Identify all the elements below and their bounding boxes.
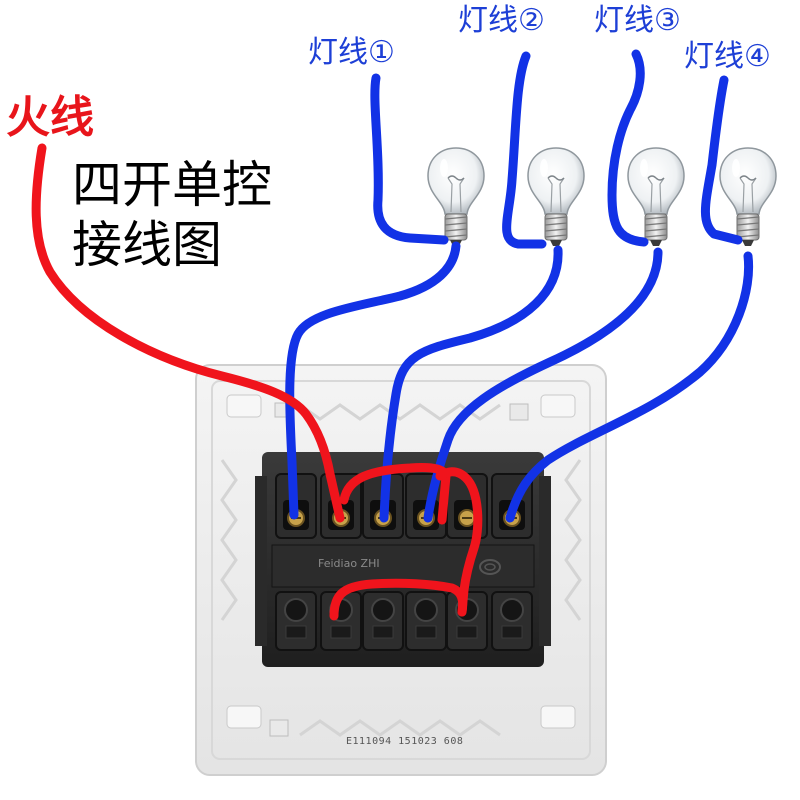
lamp-label-1: 灯线①	[308, 35, 395, 70]
terminal-bottom-6	[491, 591, 533, 651]
light-bulb-icon	[719, 147, 777, 246]
terminal-row-top	[275, 473, 533, 539]
diagram-title-line-1: 四开单控	[72, 156, 272, 214]
live-wire-feed	[31, 143, 345, 523]
switch-serial-text: E111094 151023 608	[346, 736, 464, 747]
lamp-wire-1-switch	[285, 241, 461, 520]
lamp-wire-3-feed	[607, 49, 649, 247]
terminal-bottom-1	[275, 591, 317, 651]
live-wire-top-bridge-2	[435, 467, 483, 617]
lamp-wire-4-switch	[505, 251, 754, 523]
live-wire-label: 火线	[6, 92, 94, 143]
lamp-wires	[285, 49, 754, 523]
lamp-wire-2-switch	[379, 245, 563, 523]
diagram-title-line-2: 接线图	[72, 216, 222, 274]
live-wire-bottom-bridge	[329, 578, 468, 621]
light-bulbs	[427, 147, 777, 246]
mounting-hole-icon	[226, 394, 576, 729]
lamp-label-2: 灯线②	[458, 3, 545, 38]
light-bulb-icon	[627, 147, 685, 246]
lamp-wire-4-feed	[700, 75, 743, 245]
live-wire	[31, 143, 483, 621]
lamp-label-4: 灯线④	[684, 39, 771, 74]
terminal-bottom-5	[446, 591, 488, 651]
terminal-row-bottom	[275, 591, 533, 651]
terminal-bottom-4	[405, 591, 447, 651]
switch-brand-text: Feidiao ZHI	[318, 557, 380, 570]
lamp-label-3: 灯线③	[594, 3, 681, 38]
light-bulb-icon	[427, 147, 485, 246]
lamp-wire-1-feed	[370, 73, 449, 245]
terminal-bottom-3	[362, 591, 404, 651]
light-bulb-icon	[527, 147, 585, 246]
lamp-wire-2-feed	[502, 51, 547, 249]
